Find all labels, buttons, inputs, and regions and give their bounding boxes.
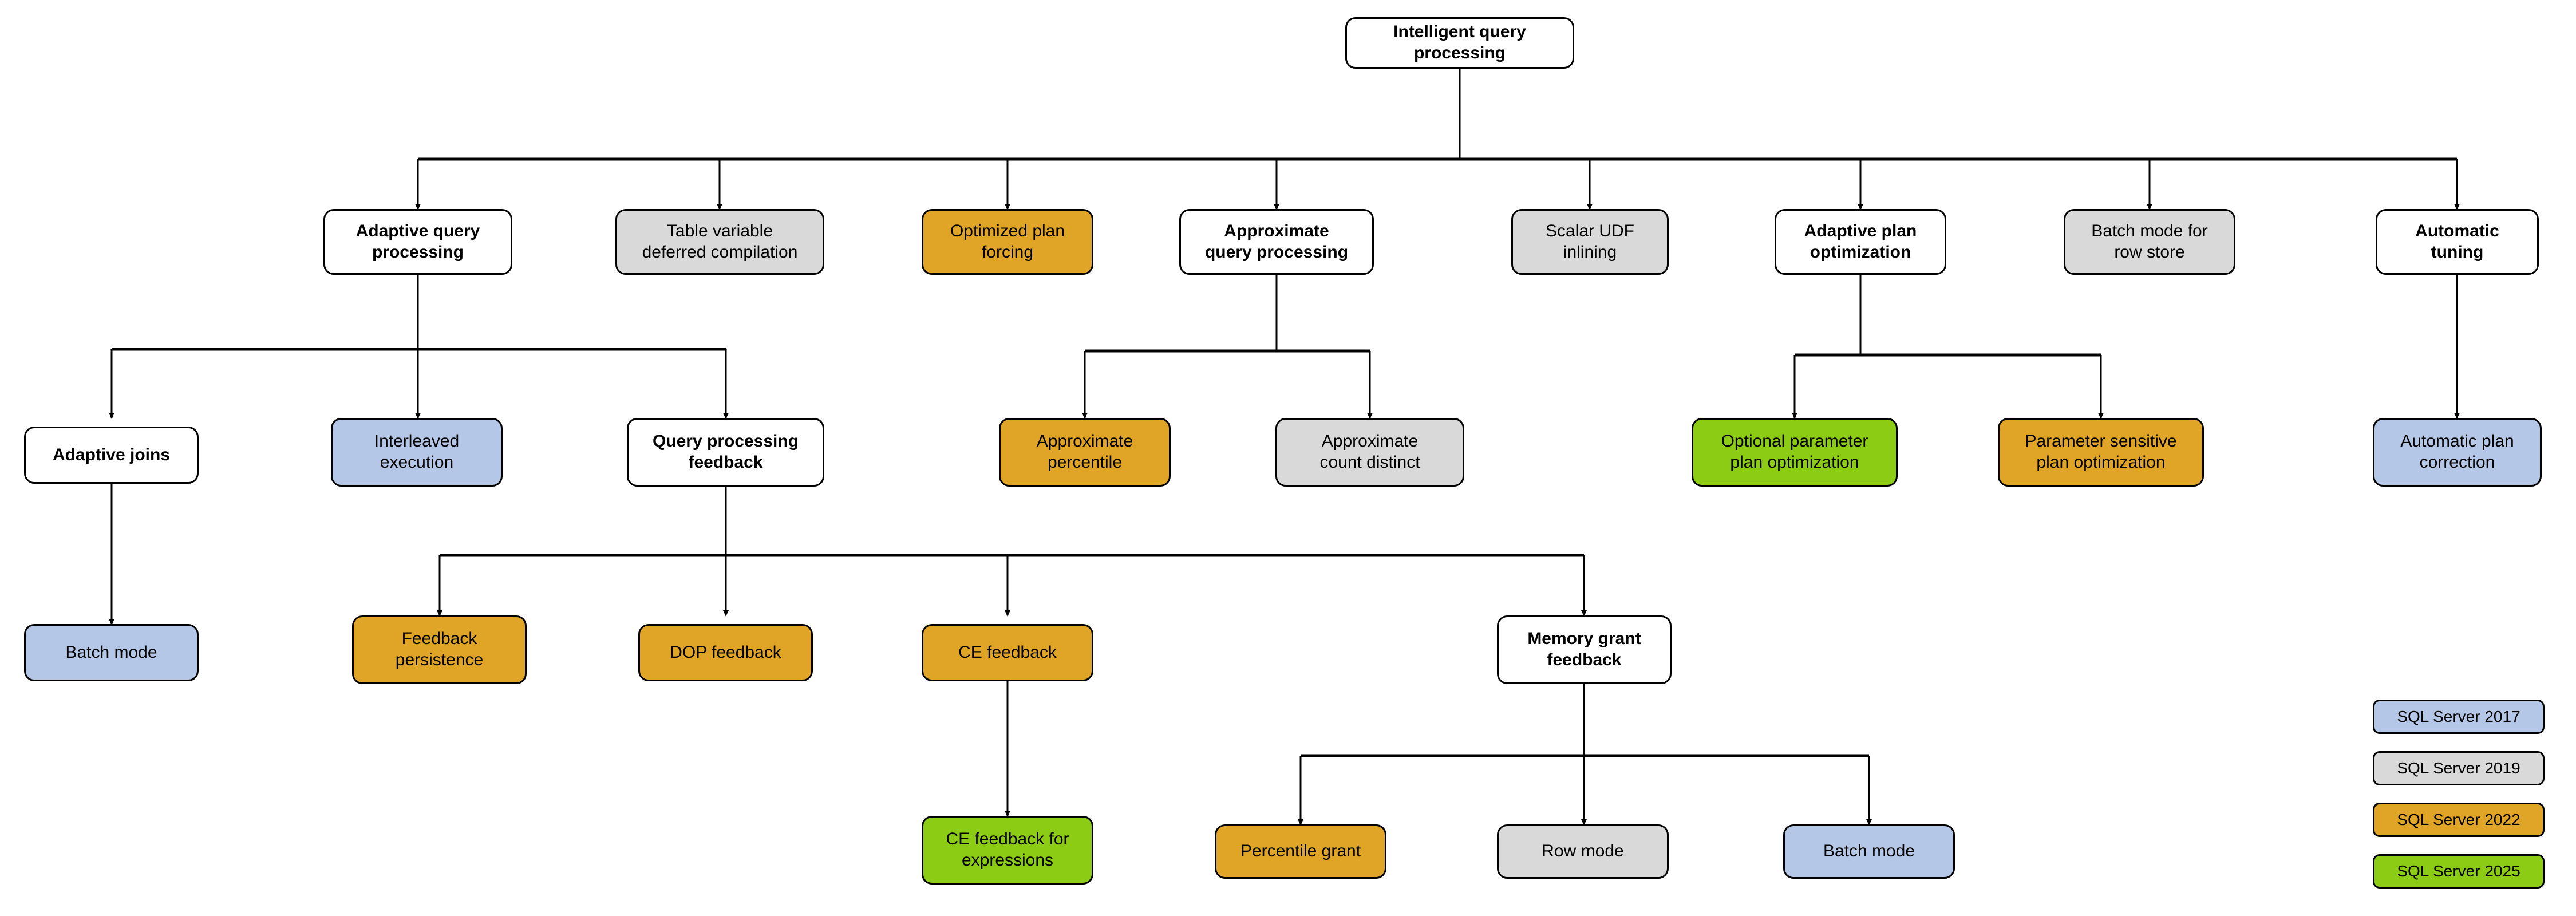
- node-label: Parameter sensitive plan optimization: [2025, 432, 2177, 472]
- node-label: Adaptive joins: [52, 445, 171, 464]
- node-label: CE feedback for expressions: [946, 830, 1069, 870]
- node-label: Batch mode: [65, 642, 157, 662]
- node-label: Batch mode: [1823, 842, 1915, 861]
- node-cef[interactable]: CE feedback: [922, 624, 1093, 681]
- node-dopf[interactable]: DOP feedback: [638, 624, 813, 681]
- node-bmrs[interactable]: Batch mode for row store: [2064, 209, 2235, 275]
- legend-item-sql-server-2022: SQL Server 2022: [2373, 803, 2545, 837]
- node-label: Interleaved execution: [374, 432, 460, 472]
- node-label: Batch mode for row store: [2091, 221, 2208, 262]
- node-label: Adaptive plan optimization: [1804, 221, 1917, 262]
- node-rm[interactable]: Row mode: [1497, 824, 1669, 879]
- node-label: Row mode: [1542, 842, 1624, 861]
- node-label: Approximate query processing: [1204, 221, 1349, 262]
- node-sudf[interactable]: Scalar UDF inlining: [1511, 209, 1669, 275]
- legend-item-sql-server-2017: SQL Server 2017: [2373, 700, 2545, 734]
- node-apq[interactable]: Approximate query processing: [1179, 209, 1374, 275]
- legend-item-sql-server-2025: SQL Server 2025: [2373, 854, 2545, 889]
- node-apo[interactable]: Adaptive plan optimization: [1775, 209, 1946, 275]
- node-label: Approximate count distinct: [1319, 432, 1420, 472]
- node-label: Approximate percentile: [1036, 432, 1133, 472]
- node-label: Automatic tuning: [2415, 221, 2499, 262]
- node-mgf[interactable]: Memory grant feedback: [1497, 615, 1672, 684]
- node-iqp[interactable]: Intelligent query processing: [1345, 17, 1574, 69]
- node-bm1[interactable]: Batch mode: [24, 624, 199, 681]
- node-oppo[interactable]: Optional parameter plan optimization: [1692, 418, 1898, 487]
- node-fp[interactable]: Feedback persistence: [352, 615, 527, 684]
- node-label: Query processing feedback: [652, 432, 799, 472]
- node-qpf[interactable]: Query processing feedback: [627, 418, 824, 487]
- node-label: CE feedback: [958, 642, 1057, 662]
- node-ie[interactable]: Interleaved execution: [331, 418, 503, 487]
- legend-label: SQL Server 2022: [2397, 811, 2520, 828]
- node-apct[interactable]: Approximate percentile: [999, 418, 1171, 487]
- node-pg[interactable]: Percentile grant: [1215, 824, 1386, 879]
- node-label: Table variable deferred compilation: [642, 221, 798, 262]
- node-aqp[interactable]: Adaptive query processing: [323, 209, 512, 275]
- node-acd[interactable]: Approximate count distinct: [1275, 418, 1464, 487]
- node-label: Intelligent query processing: [1393, 22, 1526, 62]
- node-label: Optimized plan forcing: [950, 221, 1065, 262]
- node-label: DOP feedback: [670, 642, 781, 662]
- node-bm2[interactable]: Batch mode: [1783, 824, 1955, 879]
- node-label: Adaptive query processing: [355, 221, 480, 262]
- node-at[interactable]: Automatic tuning: [2376, 209, 2539, 275]
- legend-label: SQL Server 2017: [2397, 708, 2520, 725]
- node-opf[interactable]: Optimized plan forcing: [922, 209, 1093, 275]
- node-cefe[interactable]: CE feedback for expressions: [922, 816, 1093, 885]
- node-apc[interactable]: Automatic plan correction: [2373, 418, 2542, 487]
- node-label: Memory grant feedback: [1527, 629, 1641, 669]
- node-aj[interactable]: Adaptive joins: [24, 427, 199, 484]
- legend-item-sql-server-2019: SQL Server 2019: [2373, 751, 2545, 785]
- node-label: Scalar UDF inlining: [1545, 221, 1635, 262]
- legend-label: SQL Server 2019: [2397, 759, 2520, 777]
- node-label: Automatic plan correction: [2400, 432, 2514, 472]
- node-label: Optional parameter plan optimization: [1721, 432, 1868, 472]
- node-label: Feedback persistence: [395, 629, 484, 669]
- node-tvdc[interactable]: Table variable deferred compilation: [615, 209, 824, 275]
- node-pspo[interactable]: Parameter sensitive plan optimization: [1998, 418, 2204, 487]
- legend-label: SQL Server 2025: [2397, 862, 2520, 880]
- node-label: Percentile grant: [1240, 842, 1361, 861]
